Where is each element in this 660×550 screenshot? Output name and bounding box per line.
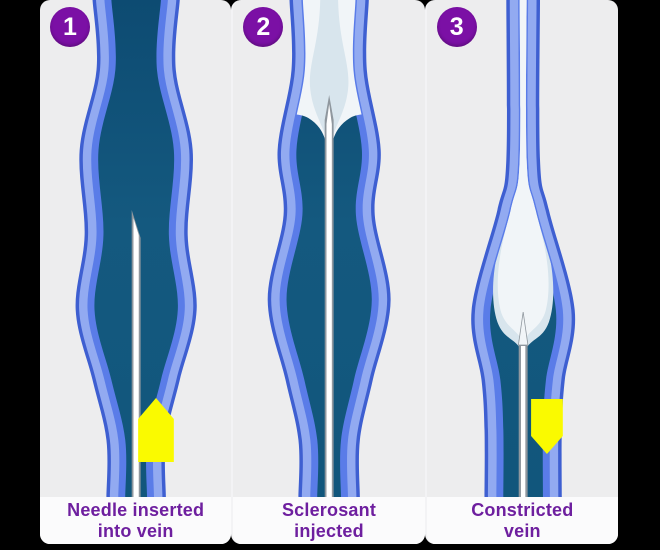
- step-3-caption: Constricted vein: [426, 497, 618, 544]
- step-1-caption: Needle inserted into vein: [40, 497, 232, 544]
- step-panel-2: 2 Sclerosant injec: [231, 0, 425, 544]
- caption-line: injected: [294, 521, 364, 541]
- caption-line: into vein: [97, 521, 174, 541]
- step-1-number: 1: [63, 12, 77, 41]
- step-2-number: 2: [256, 12, 271, 41]
- step-3-number-badge: 3: [436, 7, 477, 47]
- step-3-illustration: [427, 0, 618, 497]
- caption-line: Sclerosant: [281, 500, 377, 520]
- caption-line: Needle inserted: [67, 500, 205, 520]
- caption-line: vein: [503, 521, 541, 541]
- sclerosant-pocket-fill: [497, 0, 549, 343]
- step-1-illustration: [40, 0, 231, 497]
- step-3-number: 3: [449, 12, 464, 41]
- yellow-arrow-down-icon: [530, 399, 563, 454]
- sclerosant-inner-shade: [310, 0, 349, 148]
- sclerosant: [282, 0, 377, 156]
- step-panel-1: 1 Needle inserted into vein: [40, 0, 232, 544]
- step-1-number-badge: 1: [50, 7, 90, 47]
- needle-core: [133, 218, 139, 497]
- step-2-illustration: [233, 0, 424, 497]
- step-2-caption: Sclerosant injected: [233, 497, 425, 544]
- steps-row: 1 Needle inserted into vein: [40, 0, 618, 544]
- step-2-number-badge: 2: [243, 7, 284, 47]
- needle-tip: [517, 311, 529, 346]
- needle-core: [326, 104, 333, 497]
- needle-core: [520, 346, 525, 497]
- step-panel-3: 3 Constricte: [424, 0, 618, 544]
- yellow-arrow-up-icon: [138, 398, 174, 462]
- sclerosant-pocket: [492, 0, 553, 354]
- caption-line: Constricted: [471, 500, 574, 520]
